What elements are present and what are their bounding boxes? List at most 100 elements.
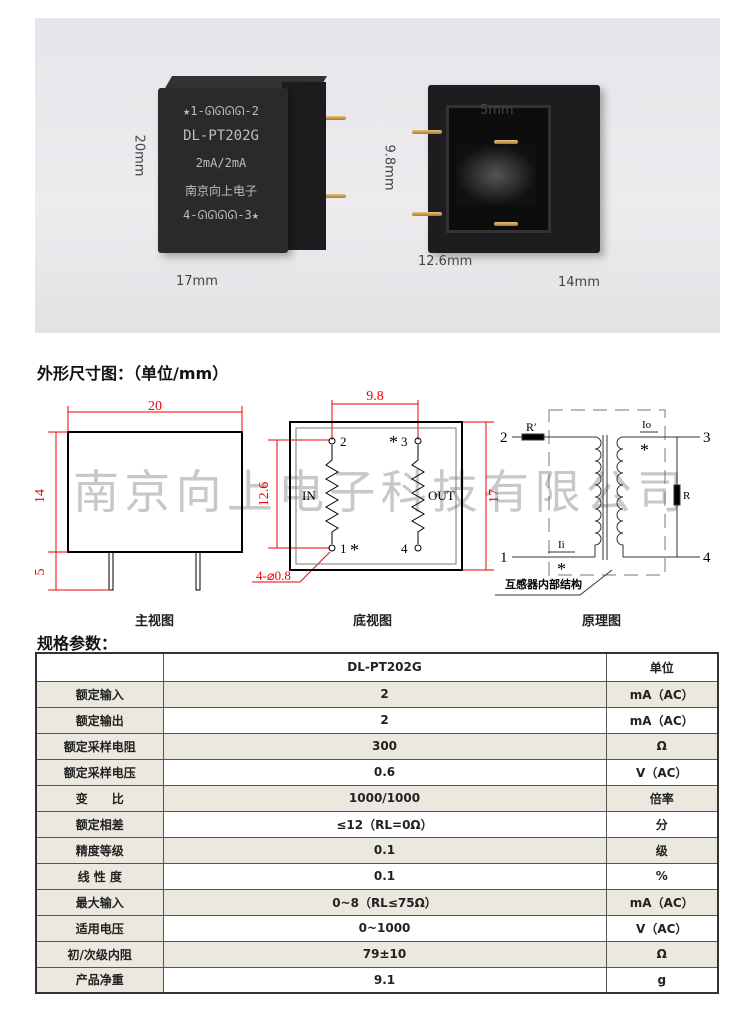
ii-label: Ii xyxy=(558,539,565,551)
marking-maker: 南京向上电子 xyxy=(184,184,257,198)
structure-label: 互感器内部结构 xyxy=(505,577,582,591)
param-value: 79±10 xyxy=(162,940,607,968)
param-value: 9.1 xyxy=(162,966,607,994)
table-row: 额定相差≤12（RL=0Ω）分 xyxy=(35,810,719,838)
marking-line: ★1-ᘏᘏᘏᘏ-2 xyxy=(183,104,259,118)
bottom-view-caption: 底视图 xyxy=(353,614,393,629)
param-label: 精度等级 xyxy=(35,836,164,864)
param-label: 额定采样电阻 xyxy=(35,732,164,760)
sch-pin-1: 1 xyxy=(500,550,508,566)
param-unit: V（AC） xyxy=(605,914,719,942)
front-pin-label: 5 xyxy=(33,569,48,576)
transformer-bottom-view xyxy=(428,85,600,253)
outline-title: 外形尺寸图：（单位/mm） xyxy=(37,364,229,383)
param-label: 适用电压 xyxy=(35,914,164,942)
hole-label: 4-⌀0.8 xyxy=(256,568,291,583)
header-label xyxy=(35,652,164,682)
marking-line: 4-ᘏᘏᘏᘏ-3★ xyxy=(183,208,259,222)
param-value: 0~8（RL≤75Ω） xyxy=(162,888,607,916)
watermark: 南京向上电子科技有限公司 xyxy=(73,467,683,518)
depth-label: 17 xyxy=(487,489,502,503)
dim-width: 17mm xyxy=(176,274,218,289)
param-label: 额定相差 xyxy=(35,810,164,838)
param-unit: V（AC） xyxy=(605,758,719,786)
param-value: 0.1 xyxy=(162,862,607,890)
param-unit: mA（AC） xyxy=(605,680,719,708)
schematic xyxy=(495,409,700,596)
param-unit: mA（AC） xyxy=(605,888,719,916)
param-unit: g xyxy=(605,966,719,994)
param-value: 2 xyxy=(162,706,607,734)
transformer-front xyxy=(158,88,288,253)
param-value: 300 xyxy=(162,732,607,760)
param-value: 0.1 xyxy=(162,836,607,864)
r-prime-label: R′ xyxy=(526,420,537,434)
front-view-caption: 主视图 xyxy=(135,614,175,629)
dim-height: 20mm xyxy=(131,134,147,177)
schematic-caption: 原理图 xyxy=(582,614,622,629)
param-unit: mA（AC） xyxy=(605,706,719,734)
front-height-label: 14 xyxy=(33,489,48,503)
pin-1-label: 1 xyxy=(340,541,347,556)
param-value: 1000/1000 xyxy=(162,784,607,812)
front-view xyxy=(67,431,243,591)
sch-pin-3: 3 xyxy=(703,430,711,446)
pin-3-label: 3 xyxy=(401,434,408,449)
param-value: ≤12（RL=0Ω） xyxy=(162,810,607,838)
pin xyxy=(412,130,442,134)
pin-2-label: 2 xyxy=(340,434,347,449)
polarity-dot: * xyxy=(389,432,398,452)
param-label: 最大输入 xyxy=(35,888,164,916)
sch-pin-2: 2 xyxy=(500,430,508,446)
in-label: IN xyxy=(302,488,316,503)
param-label: 额定输入 xyxy=(35,680,164,708)
r-label: R xyxy=(683,490,691,502)
table-header: DL-PT202G 单位 xyxy=(35,652,719,682)
param-unit: 分 xyxy=(605,810,719,838)
param-label: 额定输出 xyxy=(35,706,164,734)
polarity-dot: * xyxy=(557,559,566,579)
param-label: 初/次级内阻 xyxy=(35,940,164,968)
param-unit: Ω xyxy=(605,732,719,760)
param-unit: 倍率 xyxy=(605,784,719,812)
product-photo xyxy=(35,18,720,333)
param-unit: % xyxy=(605,862,719,890)
specs-title: 规格参数： xyxy=(37,634,118,653)
param-label: 额定采样电压 xyxy=(35,758,164,786)
dim-pin-h: 12.6mm xyxy=(418,254,473,269)
io-label: Io xyxy=(642,419,652,431)
param-label: 变 比 xyxy=(35,784,164,812)
row-spacing-label: 12.6 xyxy=(257,482,272,507)
pin-spacing-label: 9.8 xyxy=(366,390,384,404)
polarity-dot: * xyxy=(350,540,359,560)
param-label: 线 性 度 xyxy=(35,862,164,890)
pin-4-label: 4 xyxy=(401,541,408,556)
marking-model: DL-PT202G xyxy=(183,128,259,144)
out-label: OUT xyxy=(428,488,455,503)
param-value: 2 xyxy=(162,680,607,708)
bottom-view xyxy=(289,421,463,571)
pin xyxy=(412,212,442,216)
param-value: 0.6 xyxy=(162,758,607,786)
param-label: 产品净重 xyxy=(35,966,164,994)
transformer-side xyxy=(282,82,326,250)
polarity-dot: * xyxy=(640,440,649,460)
outline-drawings: 南京向上电子科技有限公司 20 14 5 9.8 12.6 17 4-⌀0.8 … xyxy=(33,390,711,596)
sch-pin-4: 4 xyxy=(703,550,711,566)
dim-pin-v: 9.8mm xyxy=(381,144,397,191)
front-width-label: 20 xyxy=(148,399,162,414)
param-unit: Ω xyxy=(605,940,719,968)
header-unit: 单位 xyxy=(605,652,719,682)
